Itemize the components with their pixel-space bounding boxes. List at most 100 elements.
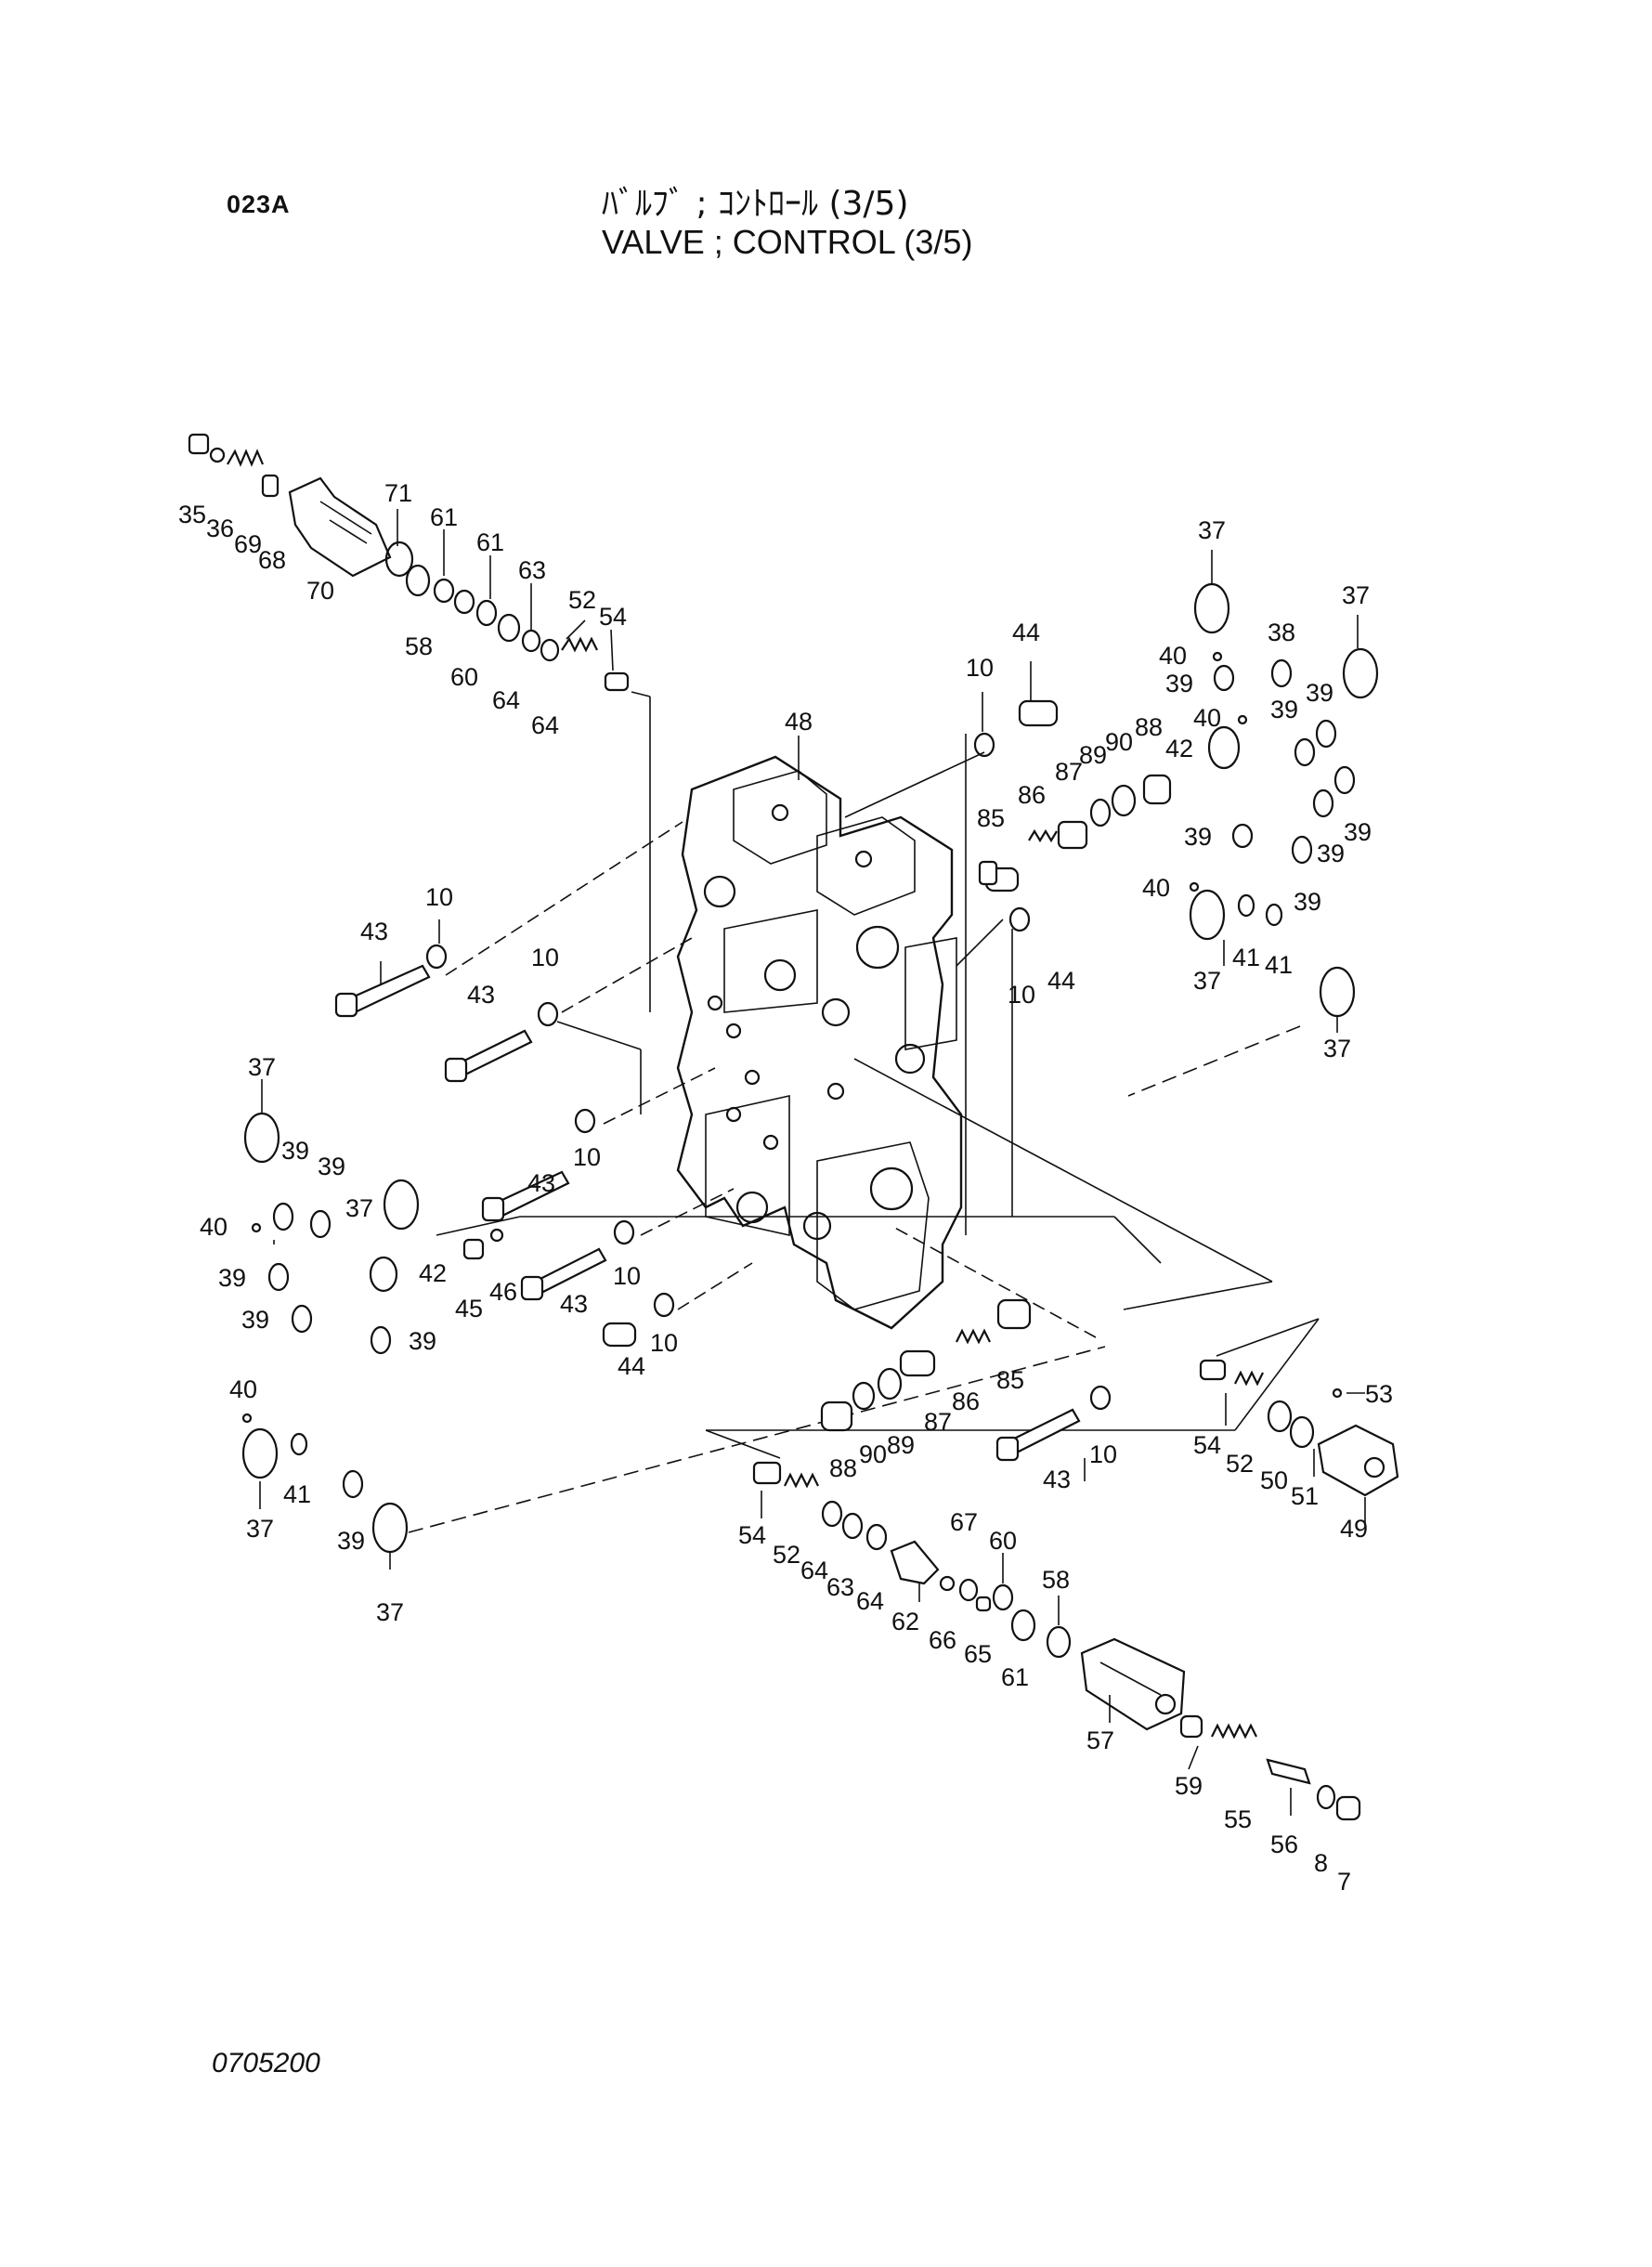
callout-label: 60	[450, 663, 478, 691]
callout-label: 88	[829, 1454, 857, 1482]
valve-block	[676, 755, 963, 1330]
callout-label: 52	[568, 586, 596, 614]
right-column-seals	[1189, 582, 1379, 1018]
relief-valve-upper	[188, 433, 630, 692]
callout-label: 57	[1086, 1726, 1114, 1754]
callout-label: 88	[1135, 713, 1163, 741]
callout-label: 44	[618, 1352, 645, 1380]
page-code: 023A	[227, 190, 291, 218]
callout-label: 71	[384, 479, 412, 507]
callout-label: 62	[891, 1608, 919, 1635]
callout-label: 59	[1175, 1772, 1203, 1800]
callout-label: 55	[1224, 1805, 1252, 1833]
callout-label: 37	[1323, 1035, 1351, 1062]
callout-label: 64	[531, 711, 559, 739]
callout-label: 43	[360, 918, 388, 945]
callout-label: 37	[248, 1053, 276, 1081]
callout-label: 39	[1294, 888, 1321, 916]
callout-label: 86	[1018, 781, 1046, 809]
callout-label: 10	[425, 883, 453, 911]
callout-leaders	[259, 509, 1366, 1816]
callout-label: 45	[455, 1295, 483, 1322]
left-column-seals	[241, 1112, 420, 1554]
callout-label: 10	[531, 944, 559, 971]
callout-label: 39	[1306, 679, 1333, 707]
callout-label: 43	[560, 1290, 588, 1318]
callout-label: 61	[1001, 1663, 1029, 1691]
callout-label: 37	[345, 1194, 373, 1222]
bolts-left	[334, 944, 1112, 1462]
right-upper-parts	[973, 699, 1172, 932]
callout-label: 43	[1043, 1466, 1071, 1493]
callout-label: 10	[966, 654, 994, 682]
callout-label: 54	[1193, 1431, 1221, 1459]
callout-label: 39	[1184, 823, 1212, 851]
callout-label: 90	[859, 1440, 887, 1468]
callout-label: 58	[1042, 1566, 1070, 1594]
callout-label: 89	[1079, 741, 1107, 769]
callout-label: 39	[1317, 840, 1345, 867]
callout-label: 37	[376, 1598, 404, 1626]
callout-label: 87	[924, 1408, 952, 1436]
callout-label: 43	[527, 1169, 555, 1197]
callout-label: 52	[1226, 1450, 1254, 1478]
callout-label: 68	[258, 546, 286, 574]
callout-label: 90	[1105, 728, 1133, 756]
callout-label: 10	[1008, 981, 1035, 1009]
callout-label: 7	[1337, 1868, 1351, 1896]
callout-label: 39	[318, 1153, 345, 1180]
callout-label: 10	[650, 1329, 678, 1357]
callout-label: 39	[1344, 818, 1372, 846]
callout-label: 46	[489, 1278, 517, 1306]
callout-label: 39	[1270, 696, 1298, 723]
callout-label: 61	[430, 503, 458, 531]
callout-label: 44	[1012, 619, 1040, 646]
lower-centre-parts	[820, 1298, 1032, 1432]
callout-label: 52	[773, 1541, 800, 1569]
callout-label: 39	[241, 1306, 269, 1334]
callout-label: 37	[1342, 581, 1370, 609]
callout-label: 10	[573, 1143, 601, 1171]
title-japanese: ﾊﾞﾙﾌﾞ ; ｺﾝﾄﾛｰﾙ (3/5)	[602, 185, 909, 223]
callout-label: 41	[1265, 951, 1293, 979]
callout-label: 39	[218, 1264, 246, 1292]
callout-label: 48	[785, 708, 813, 736]
callout-label: 36	[206, 515, 234, 542]
callout-label: 35	[178, 501, 206, 528]
callout-label: 54	[738, 1521, 766, 1549]
callout-label: 41	[283, 1480, 311, 1508]
title-english: VALVE ; CONTROL (3/5)	[602, 223, 973, 261]
callout-label: 56	[1270, 1831, 1298, 1858]
callout-label: 43	[467, 981, 495, 1009]
relief-valve-right	[1199, 1359, 1399, 1497]
callout-label: 64	[856, 1587, 884, 1615]
callout-label: 44	[1047, 967, 1075, 995]
callout-label: 39	[281, 1137, 309, 1165]
callout-label: 67	[950, 1508, 978, 1536]
callout-label: 42	[1165, 735, 1193, 762]
callout-label: 39	[1165, 670, 1193, 697]
callout-label: 61	[476, 528, 504, 556]
callout-label: 86	[952, 1388, 980, 1415]
relief-valve-lower	[752, 1461, 1361, 1821]
callout-label: 40	[200, 1213, 228, 1241]
callout-label: 64	[492, 686, 520, 714]
callout-label: 63	[518, 556, 546, 584]
callout-label: 49	[1340, 1515, 1368, 1543]
callout-label: 69	[234, 530, 262, 558]
callout-label: 37	[1193, 967, 1221, 995]
callout-label: 66	[929, 1626, 956, 1654]
callout-label: 51	[1291, 1482, 1319, 1510]
callout-label: 65	[964, 1640, 992, 1668]
callout-label: 50	[1260, 1466, 1288, 1494]
callout-label: 10	[613, 1262, 641, 1290]
callout-label: 39	[337, 1527, 365, 1555]
callout-label: 38	[1268, 619, 1295, 646]
callout-label: 40	[229, 1375, 257, 1403]
callout-label: 37	[246, 1515, 274, 1543]
callout-label: 53	[1365, 1380, 1393, 1408]
callout-label: 60	[989, 1527, 1017, 1555]
callout-label: 63	[826, 1573, 854, 1601]
